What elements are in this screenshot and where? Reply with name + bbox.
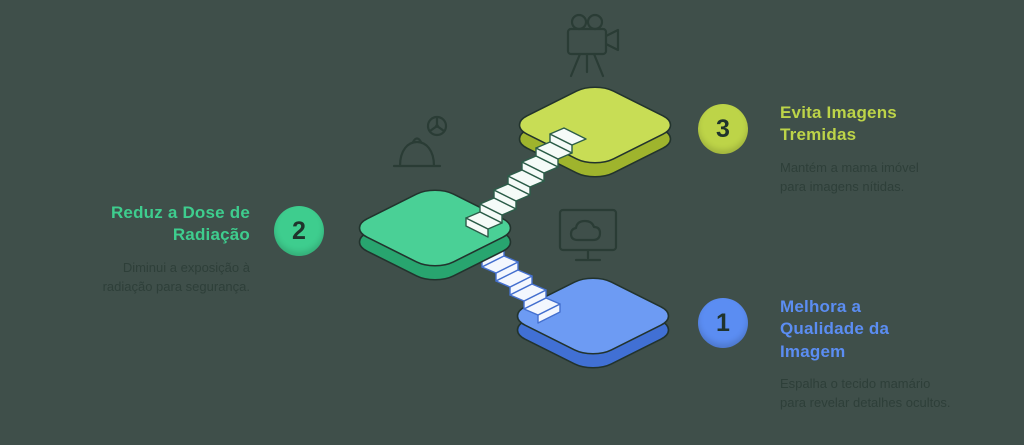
step-3-badge: 3 xyxy=(698,104,748,154)
monitor-image-icon xyxy=(558,208,618,262)
step-1-text-block: Melhora a Qualidade da Imagem Espalha o … xyxy=(780,296,960,413)
step-2-number: 2 xyxy=(292,216,306,245)
step-1-subtitle: Espalha o tecido mamário para revelar de… xyxy=(780,376,951,411)
step-1-number: 1 xyxy=(716,308,730,337)
step-3-title: Evita Imagens Tremidas xyxy=(780,103,897,145)
stairs-upper xyxy=(465,127,587,238)
step-3-number: 3 xyxy=(716,114,730,143)
step-2-subtitle: Diminui a exposição à radiação para segu… xyxy=(102,259,250,294)
step-2-badge: 2 xyxy=(274,206,324,256)
video-camera-icon xyxy=(566,13,620,78)
step-2-title: Reduz a Dose de Radiação xyxy=(110,203,250,245)
step-1-title: Melhora a Qualidade da Imagem xyxy=(780,297,890,361)
hard-hat-radiation-icon xyxy=(392,115,448,168)
step-3-subtitle: Mantém a mama imóvel para imagens nítida… xyxy=(780,159,919,194)
step-2-text-block: Reduz a Dose de Radiação Diminui a expos… xyxy=(80,202,250,297)
platform-3-top xyxy=(509,82,682,168)
platform-1-top xyxy=(507,273,680,359)
step-3-text-block: Evita Imagens Tremidas Mantém a mama imó… xyxy=(780,102,950,197)
step-1-badge: 1 xyxy=(698,298,748,348)
platform-2-top xyxy=(349,185,522,271)
